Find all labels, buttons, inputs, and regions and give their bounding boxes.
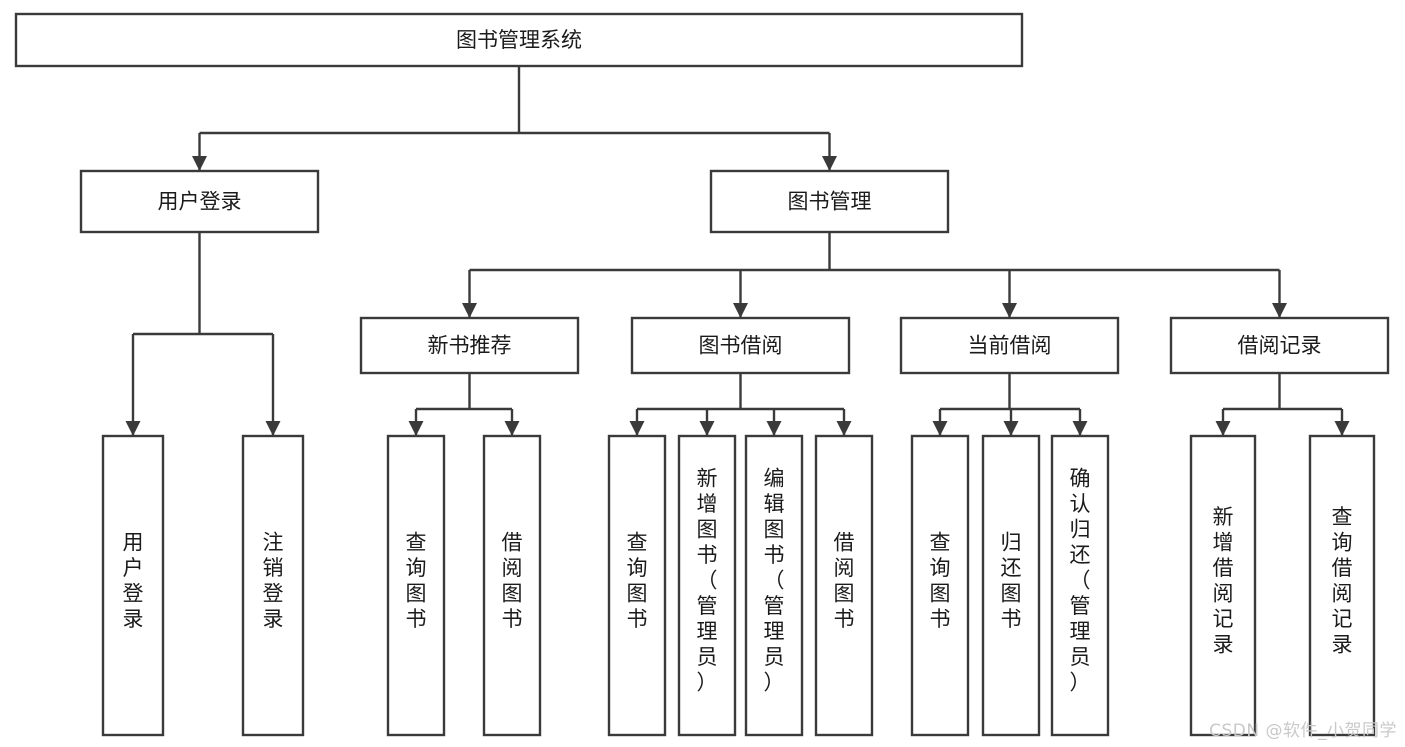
node-label: 查询图书 <box>930 530 951 631</box>
arrow-head-icon <box>733 303 748 318</box>
node-leaf-query-record[interactable]: 查询借阅记录 <box>1308 434 1376 737</box>
arrow-head-icon <box>699 421 715 436</box>
node-label: 图书借阅 <box>699 334 783 358</box>
arrow-head-icon <box>1072 421 1088 436</box>
node-leaf-query-book-1[interactable]: 查询图书 <box>386 434 446 737</box>
arrow-head-icon <box>836 421 852 436</box>
arrow-head-icon <box>1215 421 1231 436</box>
arrow-head-icon <box>192 156 207 171</box>
arrow-head-icon <box>1002 303 1017 318</box>
node-label: 用户登录 <box>123 530 144 631</box>
node-label: 编辑图书（管理员） <box>764 467 785 695</box>
node-label: 新书推荐 <box>428 334 512 358</box>
node-leaf-edit-book[interactable]: 编辑图书（管理员） <box>744 434 804 737</box>
node-label: 借阅图书 <box>834 530 855 631</box>
node-book-manage[interactable]: 图书管理 <box>709 169 950 234</box>
arrow-head-icon <box>629 421 645 436</box>
node-root[interactable]: 图书管理系统 <box>14 12 1024 68</box>
node-borrow-record[interactable]: 借阅记录 <box>1169 316 1390 375</box>
node-label: 借阅图书 <box>502 530 523 631</box>
node-label: 借阅记录 <box>1238 334 1322 358</box>
watermark-text: CSDN @软件_小贺同学 <box>1209 721 1397 741</box>
node-leaf-query-book-3[interactable]: 查询图书 <box>910 434 970 737</box>
node-leaf-logout[interactable]: 注销登录 <box>241 434 305 737</box>
node-label: 查询借阅记录 <box>1332 505 1353 657</box>
connector-layer <box>125 66 1350 436</box>
node-leaf-query-book-2[interactable]: 查询图书 <box>607 434 667 737</box>
node-label: 查询图书 <box>627 530 648 631</box>
arrow-head-icon <box>265 421 281 436</box>
arrow-head-icon <box>408 421 424 436</box>
node-label: 归还图书 <box>1001 530 1022 631</box>
node-layer: 图书管理系统用户登录图书管理新书推荐图书借阅当前借阅借阅记录用户登录注销登录查询… <box>14 12 1390 737</box>
node-label: 查询图书 <box>406 530 427 631</box>
arrow-head-icon <box>462 303 477 318</box>
node-leaf-return-book[interactable]: 归还图书 <box>981 434 1041 737</box>
node-leaf-borrow-book-2[interactable]: 借阅图书 <box>814 434 874 737</box>
node-label: 图书管理系统 <box>456 28 582 52</box>
node-current-borrow[interactable]: 当前借阅 <box>899 316 1120 375</box>
node-book-borrow[interactable]: 图书借阅 <box>630 316 851 375</box>
arrow-head-icon <box>822 156 837 171</box>
node-label: 新增图书（管理员） <box>697 467 718 695</box>
node-label: 确认归还（管理员） <box>1070 467 1091 695</box>
node-leaf-user-login[interactable]: 用户登录 <box>101 434 165 737</box>
node-leaf-add-book[interactable]: 新增图书（管理员） <box>677 434 737 737</box>
arrow-head-icon <box>1334 421 1350 436</box>
arrow-head-icon <box>1272 303 1287 318</box>
arrow-head-icon <box>504 421 520 436</box>
arrow-head-icon <box>766 421 782 436</box>
node-label: 当前借阅 <box>968 334 1052 358</box>
node-leaf-confirm-return[interactable]: 确认归还（管理员） <box>1050 434 1110 737</box>
node-leaf-add-record[interactable]: 新增借阅记录 <box>1189 434 1257 737</box>
arrow-head-icon <box>932 421 948 436</box>
node-label: 用户登录 <box>158 190 242 214</box>
node-leaf-borrow-book-1[interactable]: 借阅图书 <box>482 434 542 737</box>
arrow-head-icon <box>1003 421 1019 436</box>
node-label: 新增借阅记录 <box>1213 505 1234 657</box>
node-new-book-recommend[interactable]: 新书推荐 <box>359 316 580 375</box>
node-user-login[interactable]: 用户登录 <box>79 169 320 234</box>
node-label: 注销登录 <box>263 530 284 631</box>
arrow-head-icon <box>125 421 141 436</box>
node-label: 图书管理 <box>788 190 872 214</box>
